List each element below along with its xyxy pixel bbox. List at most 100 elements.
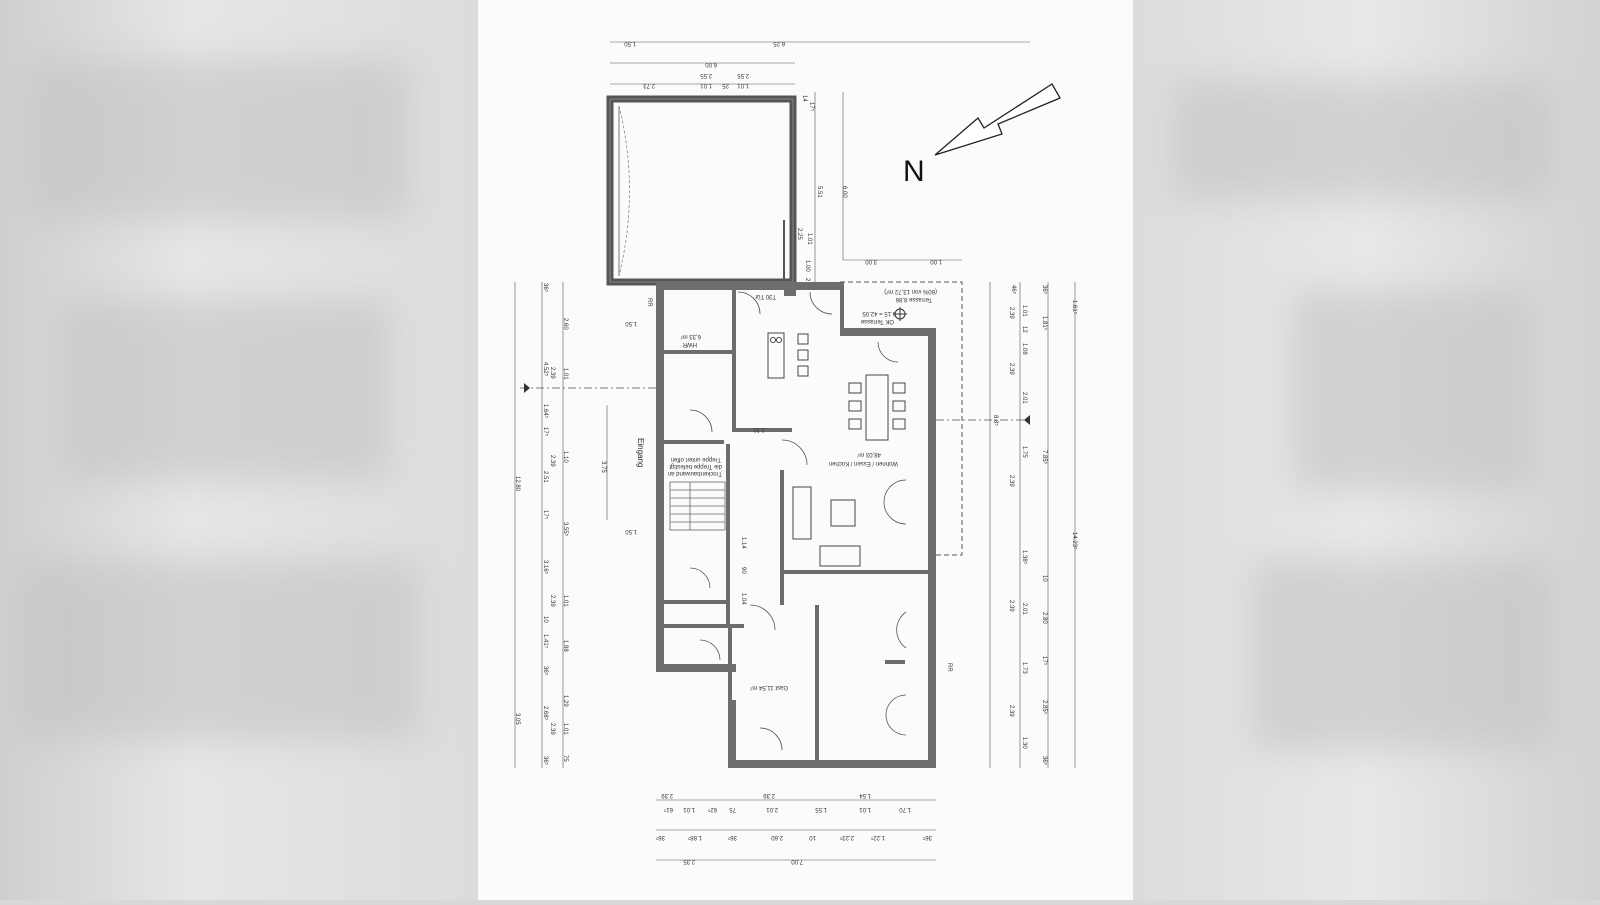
dim-rightb-3: 1.81⁵ [1041,316,1048,331]
floor-plan-drawing: N [514,40,1078,864]
dim-inner-2: 1.14 [740,537,746,549]
dim-inner-4: 1.04 [740,593,746,605]
dim-bottom-15: 2.60 [771,834,783,840]
dim-garage-8: 2 [804,278,810,282]
dim-bottom-20: 2.35 [683,858,695,864]
dim-garage-2: 17⁵ [808,102,815,112]
dim-left-10: 2.51 [542,471,548,483]
stair-note-3: Trockenbauwand an [668,470,722,476]
dim-bottom-9: 1.54 [859,792,871,798]
dim-top-7: 25 [722,82,729,88]
dim-left-17: 1.41⁵ [542,634,549,649]
dim-left-15: 2.39 [549,595,555,607]
dim-bottom-2: 61⁵ [663,806,673,813]
dim-garage-3: 5.51 [816,186,822,198]
dim-garage-1: 14 [801,95,807,102]
main-house-walls [656,282,936,768]
dim-bottom-4: 62⁵ [707,806,717,813]
dim-right-17: 2.85⁵ [1041,700,1048,715]
dim-bottom-11: 1.70 [899,806,911,812]
dim-bottom-18: 1.22⁵ [870,834,885,841]
dim-top-2: 6.25 [773,40,785,46]
dim-left-4: 1.01 [562,368,568,380]
dim-top-1: 1.50 [624,40,636,46]
dim-left-1: 36⁵ [542,283,549,293]
dim-mid-1: 3.00 [865,258,877,264]
dim-inner-1: 2.30 [753,426,765,432]
dim-right-20: 36⁵ [1041,756,1048,766]
door-swings [689,291,907,751]
dim-left-outer: 12.80 [514,476,520,492]
dim-rightb-5: 8.8⁵ [992,415,999,426]
dim-left-16: 10 [542,616,548,623]
dim-left-6: 1.64⁵ [542,404,549,419]
dim-left-19: 36⁵ [542,666,549,676]
north-arrow-icon [934,83,1061,156]
dim-right-12: 2.01 [1021,603,1027,615]
dim-left-3: 4.52⁵ [542,362,549,377]
furniture [767,332,906,567]
blurred-background-right [1133,0,1600,900]
rr-label-right: RR [946,663,952,672]
dim-right-15: 17⁵ [1041,656,1048,666]
dim-rightb-4: 7.85⁵ [1041,450,1048,465]
dim-inner-3: 90 [740,567,746,574]
dim-bottom-14: 36⁵ [727,834,737,841]
dim-bottom-21: 7.00 [791,858,803,864]
dim-right-7: 2.01 [1021,392,1027,404]
entrance-label: Eingang [636,438,645,467]
dim-garage-7: 1.00 [804,260,810,272]
dim-bottom-7: 2.01 [766,806,778,812]
dim-left-9: 2.39 [549,455,555,467]
dim-rightb-1: 36⁵ [1041,285,1048,295]
dim-left-23: 2.39 [549,723,555,735]
dim-rightb-2: 1.61⁵ [1071,300,1078,315]
dim-left-21: 1.29 [562,695,568,707]
dim-left-7: 17⁵ [542,427,549,437]
dim-mid-2: 1.00 [930,258,942,264]
dim-bottom-6: 2.39 [763,792,775,798]
dim-bottom-19: 36⁵ [922,834,932,841]
dim-left-8: 1.10 [562,451,568,463]
dim-right-2: 1.01 [1021,305,1027,317]
dim-garage-6: 2.25 [796,228,802,240]
dim-left-13: 3.16⁵ [542,560,549,575]
floor-plan-sheet: N [478,0,1133,900]
hwr-area: 6,33 m² [681,333,701,339]
dim-top-5: 2.55 [700,72,712,78]
dim-garage-5: 1.01 [806,233,812,245]
terrace-subtitle: (60% von 13,72 m²) [884,288,937,294]
hwr-label: HWR [682,341,697,347]
terrace-title: Terrasse 8,86 [895,296,932,302]
staircase [669,481,726,531]
blurred-background-left [0,0,478,900]
dim-rightb-6: 14.23⁵ [1071,532,1078,550]
dim-leftmid-1: 1.50 [625,320,637,326]
dim-left-18: 1.88 [562,640,568,652]
terrace-outline [840,281,963,556]
dim-top-8: 1.01 [737,82,749,88]
dim-right-16: 1.73 [1021,662,1027,674]
dim-garage-4: 6.00 [841,186,847,198]
dim-left-20: 2.68⁵ [542,706,549,721]
dim-left-25: 36⁵ [542,756,549,766]
dim-right-3: 2.39 [1008,307,1014,319]
dim-left-24: 3.05 [514,713,520,725]
terrace-level-label: -0.15 = 42.05 [862,310,898,316]
dim-right-10: 1.38⁵ [1021,550,1028,565]
dim-top-4: 2.73 [643,82,655,88]
living-room-area: 48,03 m² [857,451,881,457]
dim-bottom-17: 2.23⁵ [839,834,854,841]
dim-right-5: 1.08 [1021,343,1027,355]
dim-right-6: 2.39 [1008,363,1014,375]
dim-bottom-12: 36⁵ [655,834,665,841]
dim-bottom-3: 1.01 [683,806,695,812]
dim-right-9: 2.39 [1008,475,1014,487]
section-marker-left-icon [524,383,530,393]
dim-left-22: 1.01 [562,723,568,735]
dim-right-13: 2.39 [1008,600,1014,612]
section-marker-right-icon [1024,415,1030,425]
dim-right-1: 46⁵ [1010,285,1017,295]
dim-leftmid-2: 3.75 [600,461,606,473]
dim-left-2: 2.60 [562,318,568,330]
